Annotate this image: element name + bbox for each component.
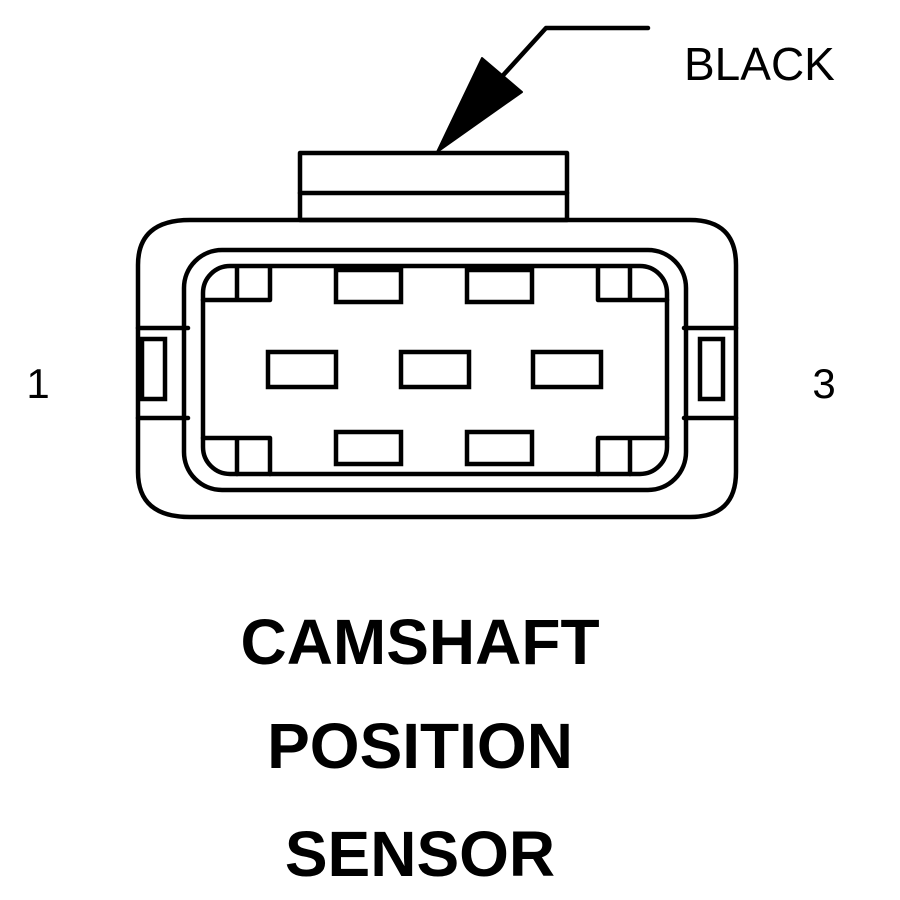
terminal-pin-1 <box>265 349 339 390</box>
cavity-outer-ring <box>181 247 689 493</box>
color-callout <box>436 25 651 153</box>
connector-housing <box>135 217 739 520</box>
title-line-3: SENSOR <box>285 818 555 890</box>
leader-line <box>494 25 651 85</box>
left-latch <box>139 336 168 402</box>
right-latch <box>697 336 726 402</box>
top-key-right <box>464 267 535 305</box>
cavity-inner-ring <box>200 263 670 477</box>
terminal-pin-2 <box>398 349 472 390</box>
cavity-keyed-profile <box>200 265 670 477</box>
bottom-key-left <box>333 429 404 467</box>
connector-color-label: BLACK <box>684 38 835 90</box>
title-line-1: CAMSHAFT <box>240 606 599 678</box>
terminal-pin-3 <box>530 349 604 390</box>
locking-tab <box>297 150 570 223</box>
arrowhead <box>436 57 523 153</box>
title-line-2: POSITION <box>267 710 573 782</box>
pin-1-label: 1 <box>26 360 49 407</box>
pin-3-label: 3 <box>812 360 835 407</box>
top-key-left <box>333 267 404 305</box>
bottom-key-right <box>464 429 535 467</box>
